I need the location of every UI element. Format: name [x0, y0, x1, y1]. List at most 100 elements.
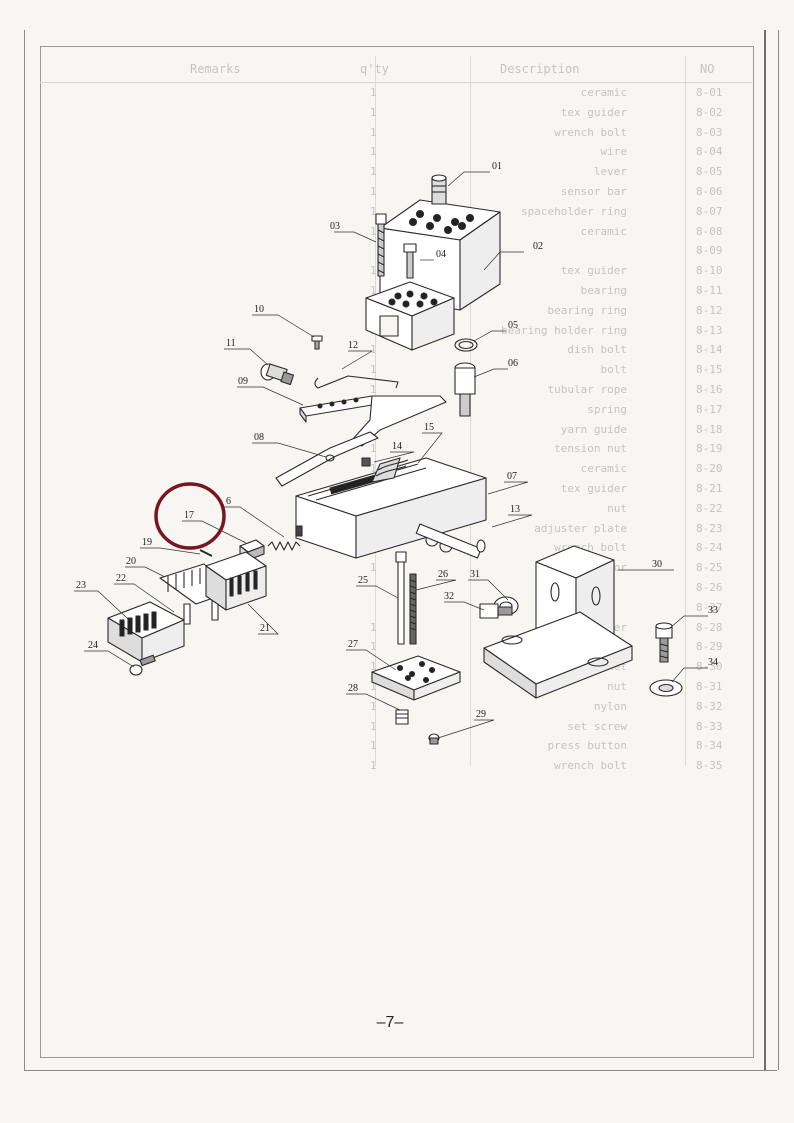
part-24-bolt — [129, 654, 156, 676]
row-no: 8-14 — [696, 343, 723, 357]
part-32-bolt — [479, 603, 513, 619]
row-qty: 1 — [370, 363, 377, 377]
row-description: press button — [547, 739, 627, 753]
callout-17: 17 — [184, 510, 194, 521]
part-21-comb — [205, 551, 267, 611]
header-qty: q'ty — [360, 62, 389, 76]
page-border-inner — [40, 46, 754, 1058]
row-qty: 1 — [370, 284, 377, 297]
row-qty: 1 — [370, 224, 377, 238]
row-description: adjuster plate — [534, 521, 627, 535]
row-description: bearing — [580, 284, 627, 297]
callout-27: 27 — [348, 639, 358, 650]
callout-07: 07 — [507, 471, 517, 482]
row-description: bearing ring — [547, 303, 627, 317]
row-qty: 1 — [370, 442, 377, 456]
callout-19: 19 — [142, 537, 152, 548]
callout-20: 20 — [126, 556, 136, 567]
row-description: tex guider — [560, 264, 627, 278]
part-02-block — [379, 199, 501, 311]
callout-10: 10 — [254, 304, 264, 315]
row-qty: 1 — [370, 620, 377, 634]
part-13-pin — [415, 523, 486, 559]
callout-23: 23 — [76, 580, 86, 591]
row-no: 8-05 — [696, 165, 723, 179]
row-qty: 1 — [370, 759, 377, 773]
row-qty: 1 — [370, 125, 377, 139]
callout-01: 01 — [492, 161, 502, 172]
part-26-screw — [409, 573, 417, 645]
part-03-bolt — [375, 213, 387, 277]
part-14-nut — [361, 457, 371, 467]
row-no: 8-06 — [696, 185, 723, 198]
callout-12: 12 — [348, 340, 358, 351]
callout-26: 26 — [438, 569, 448, 580]
callout-11: 11 — [226, 338, 236, 349]
callout-02: 02 — [533, 241, 543, 252]
header-description: Description — [500, 62, 580, 76]
row-qty: 1 — [370, 739, 377, 753]
part-09-lever — [299, 395, 447, 447]
row-qty: 1 — [370, 165, 377, 179]
row-description: nut — [607, 501, 627, 515]
row-no: 8-08 — [696, 224, 723, 238]
callout-33: 33 — [708, 605, 718, 616]
row-description: tubular rope — [547, 383, 627, 396]
part-05-ring — [454, 338, 478, 352]
callout-34: 34 — [708, 657, 718, 668]
row-qty: 1 — [370, 640, 377, 654]
callout-31: 31 — [470, 569, 480, 580]
table-row: 8-09 — [40, 244, 752, 262]
row-qty: 1 — [370, 86, 377, 99]
part-23-plate — [107, 601, 185, 663]
part-10-screw — [311, 335, 323, 350]
row-qty: 1 — [370, 680, 377, 693]
row-no: 8-04 — [696, 145, 723, 159]
row-no: 8-11 — [696, 284, 723, 297]
row-qty: 1 — [370, 264, 377, 278]
row-no: 8-19 — [696, 442, 723, 456]
row-no: 8-32 — [696, 699, 723, 713]
row-no: 8-07 — [696, 204, 723, 218]
row-no: 8-26 — [696, 581, 723, 594]
page-border-right-secondary — [778, 30, 779, 1070]
row-description: sensor bar — [560, 185, 627, 198]
table-row: 8-26 — [40, 581, 752, 599]
row-no: 8-34 — [696, 739, 723, 753]
row-no: 8-21 — [696, 482, 723, 495]
row-no: 8-18 — [696, 422, 723, 436]
row-description: lever — [593, 165, 627, 179]
row-description: ceramic — [580, 224, 627, 238]
part-6-spring — [267, 541, 301, 551]
part-11-fitting — [260, 363, 295, 386]
row-description: nut — [607, 680, 627, 693]
part-34-washer — [649, 679, 683, 697]
part-30-bracket — [483, 545, 633, 699]
row-qty: 1 — [370, 660, 377, 674]
callout-32: 32 — [444, 591, 454, 602]
row-no: 8-02 — [696, 105, 723, 119]
callout-09: 09 — [238, 376, 248, 387]
callout-04: 04 — [436, 249, 446, 260]
row-qty: 1 — [370, 105, 377, 119]
callout-28: 28 — [348, 683, 358, 694]
page-border-outer — [24, 30, 777, 1071]
row-description: bearing holder ring — [501, 323, 627, 337]
row-no: 8-12 — [696, 303, 723, 317]
row-description: dish bolt — [567, 343, 627, 357]
row-description: wrench bolt — [554, 759, 627, 773]
table-row: 8-08 ceramic 1 — [40, 225, 752, 243]
callout-6: 6 — [226, 496, 231, 507]
header-no: NO — [700, 62, 715, 76]
callout-22: 22 — [116, 573, 126, 584]
